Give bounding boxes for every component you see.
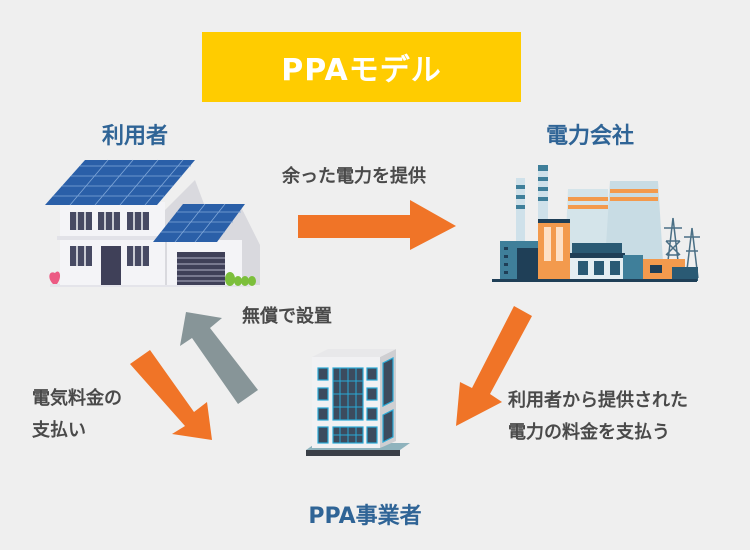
edge-label-payment-line1: 電気料金の (32, 388, 122, 409)
edge-label-power-payment-line2: 電力の料金を支払う (508, 422, 670, 443)
power-company-label: 電力会社 (545, 124, 634, 149)
arrow-right-icon (298, 200, 456, 250)
edge-label-payment-line2: 支払い (32, 420, 86, 441)
arrow-down-left-icon (456, 306, 532, 426)
arrow-up-left-icon (180, 312, 258, 404)
user-label: 利用者 (101, 124, 168, 149)
ppa-provider-label: PPA事業者 (308, 504, 422, 529)
edge-label-free-installation: 無償で設置 (242, 306, 332, 327)
office-building-icon (306, 349, 410, 456)
power-plant-icon (492, 165, 700, 282)
edge-label-surplus-power: 余った電力を提供 (282, 166, 426, 187)
edge-label-power-payment-line1: 利用者から提供された (508, 390, 688, 411)
house-with-solar-panels-icon (45, 159, 260, 287)
diagram-title: PPAモデル (202, 32, 521, 102)
arrow-down-right-icon (130, 350, 212, 440)
